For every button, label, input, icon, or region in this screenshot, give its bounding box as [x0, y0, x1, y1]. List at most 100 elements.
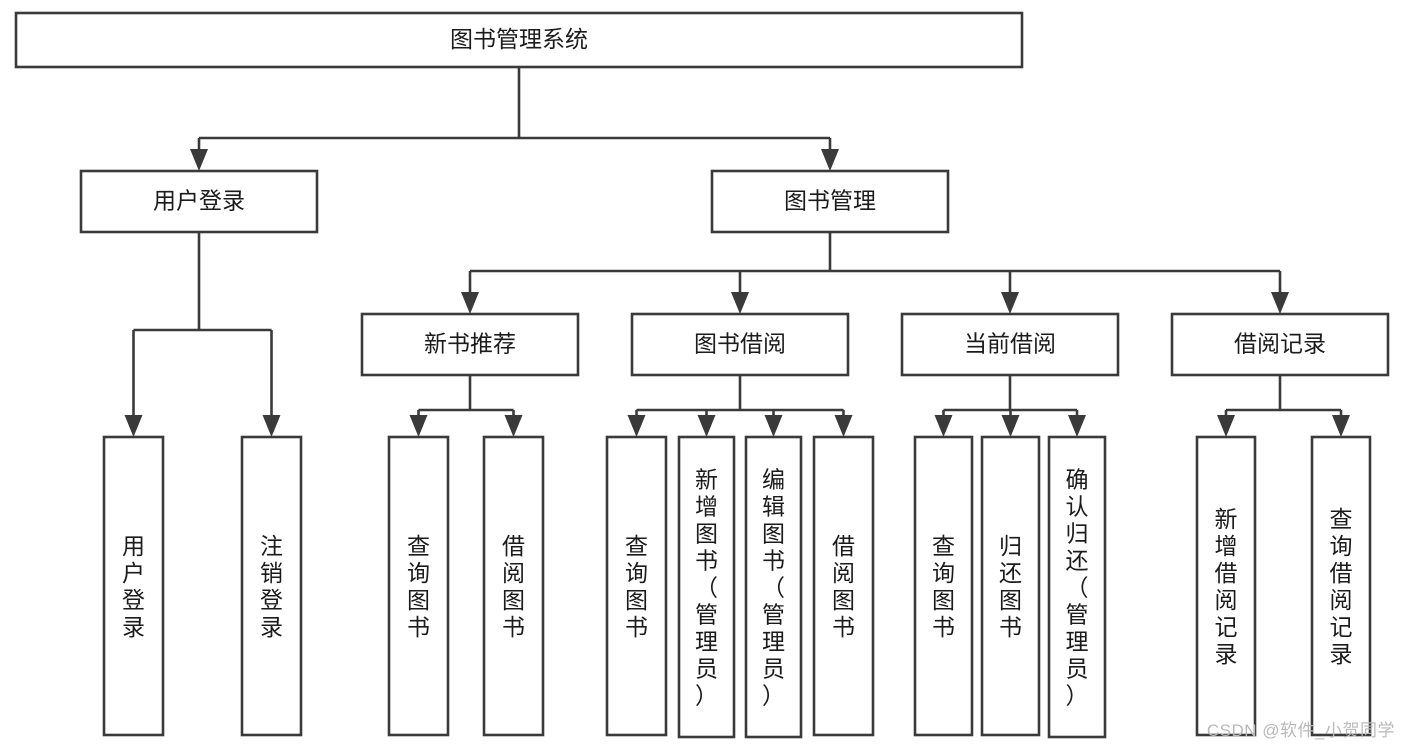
- connector-arrowhead: [697, 415, 716, 437]
- node-label-char: 记: [1215, 614, 1238, 640]
- node-label-char: 图: [502, 587, 525, 613]
- node-label-char: 图: [625, 587, 648, 613]
- connector-arrowhead: [821, 149, 839, 171]
- node-label-char: 书: [407, 614, 430, 640]
- connector-arrowhead: [1068, 415, 1086, 437]
- node-root-图书管理系统[interactable]: 图书管理系统: [14, 11, 1024, 69]
- node-label-char: 认: [1066, 494, 1089, 520]
- node-level2-用户登录[interactable]: 用户登录: [79, 169, 319, 234]
- node-box[interactable]: [605, 435, 668, 737]
- node-leaf-0-用户登录[interactable]: 用户登录: [102, 435, 165, 737]
- node-label-char: 询: [625, 560, 648, 586]
- connector-arrowhead: [1217, 415, 1235, 437]
- node-box[interactable]: [1047, 435, 1107, 739]
- node-label-char: ）: [762, 683, 785, 709]
- node-label-char: 记: [1330, 614, 1353, 640]
- node-box[interactable]: [240, 435, 303, 737]
- node-label-char: 图: [932, 587, 955, 613]
- node-label-char: 员: [1066, 656, 1089, 682]
- node-label-char: 编: [762, 467, 785, 493]
- node-layer: 图书管理系统用户登录图书管理新书推荐图书借阅当前借阅借阅记录用户登录注销登录查询…: [14, 11, 1390, 739]
- node-box[interactable]: [102, 435, 165, 737]
- node-label-char: 还: [999, 560, 1022, 586]
- node-box[interactable]: [812, 435, 875, 737]
- connector-arrowhead: [1271, 292, 1289, 314]
- node-level3-新书推荐[interactable]: 新书推荐: [360, 312, 580, 377]
- connector-arrowhead: [124, 415, 143, 437]
- node-label-char: 理: [762, 629, 785, 655]
- node-box[interactable]: [900, 312, 1120, 377]
- node-label-char: 录: [122, 614, 145, 640]
- node-label: 图书管理系统: [450, 26, 588, 52]
- node-label-char: 增: [1215, 533, 1238, 559]
- node-box[interactable]: [482, 435, 545, 737]
- connector-arrowhead: [934, 415, 953, 437]
- node-label-char: 确: [1066, 467, 1089, 493]
- connector-layer: [124, 67, 1350, 437]
- node-label-char: ）: [695, 683, 718, 709]
- node-label: 图书管理: [784, 188, 876, 214]
- node-box[interactable]: [79, 169, 319, 234]
- node-level2-图书管理[interactable]: 图书管理: [710, 169, 950, 234]
- node-label-char: 还: [1066, 548, 1089, 574]
- connector-arrowhead: [834, 415, 853, 437]
- node-box[interactable]: [744, 435, 803, 739]
- connector-arrowhead: [1332, 415, 1350, 437]
- node-label-char: 图: [762, 521, 785, 547]
- node-label-char: 增: [695, 494, 718, 520]
- node-label-char: 借: [1215, 560, 1238, 586]
- node-label-char: 阅: [1330, 587, 1353, 613]
- node-box[interactable]: [630, 312, 850, 377]
- node-box[interactable]: [677, 435, 736, 739]
- node-label-char: 阅: [1215, 587, 1238, 613]
- node-label-char: 录: [260, 614, 283, 640]
- node-label-char: 书: [932, 614, 955, 640]
- node-label: 新书推荐: [424, 331, 516, 357]
- node-box[interactable]: [14, 11, 1024, 69]
- node-box[interactable]: [387, 435, 450, 737]
- node-label-char: 借: [502, 533, 525, 559]
- node-box[interactable]: [1310, 435, 1372, 737]
- node-label-char: 查: [932, 533, 955, 559]
- node-box[interactable]: [913, 435, 974, 737]
- node-box[interactable]: [360, 312, 580, 377]
- node-box[interactable]: [1195, 435, 1257, 737]
- connector-arrowhead: [627, 415, 646, 437]
- node-label-char: 询: [407, 560, 430, 586]
- node-label-char: 查: [407, 533, 430, 559]
- node-label-char: 新: [695, 467, 718, 493]
- node-box[interactable]: [980, 435, 1041, 737]
- node-level3-借阅记录[interactable]: 借阅记录: [1170, 312, 1390, 377]
- node-label-char: 辑: [762, 494, 785, 520]
- node-label-char: 图: [999, 587, 1022, 613]
- connector-arrowhead: [731, 292, 749, 314]
- node-label-char: 书: [625, 614, 648, 640]
- node-label-char: （: [1066, 575, 1089, 601]
- node-label-char: 询: [932, 560, 955, 586]
- node-label-char: 录: [1330, 641, 1353, 667]
- node-label-char: （: [695, 575, 718, 601]
- connector-arrowhead: [1001, 292, 1019, 314]
- node-box[interactable]: [1170, 312, 1390, 377]
- node-level3-图书借阅[interactable]: 图书借阅: [630, 312, 850, 377]
- node-label-char: 管: [1066, 602, 1089, 628]
- node-label-char: 书: [762, 548, 785, 574]
- node-label-char: 书: [832, 614, 855, 640]
- node-level3-当前借阅[interactable]: 当前借阅: [900, 312, 1120, 377]
- node-box[interactable]: [710, 169, 950, 234]
- connector-arrowhead: [504, 415, 523, 437]
